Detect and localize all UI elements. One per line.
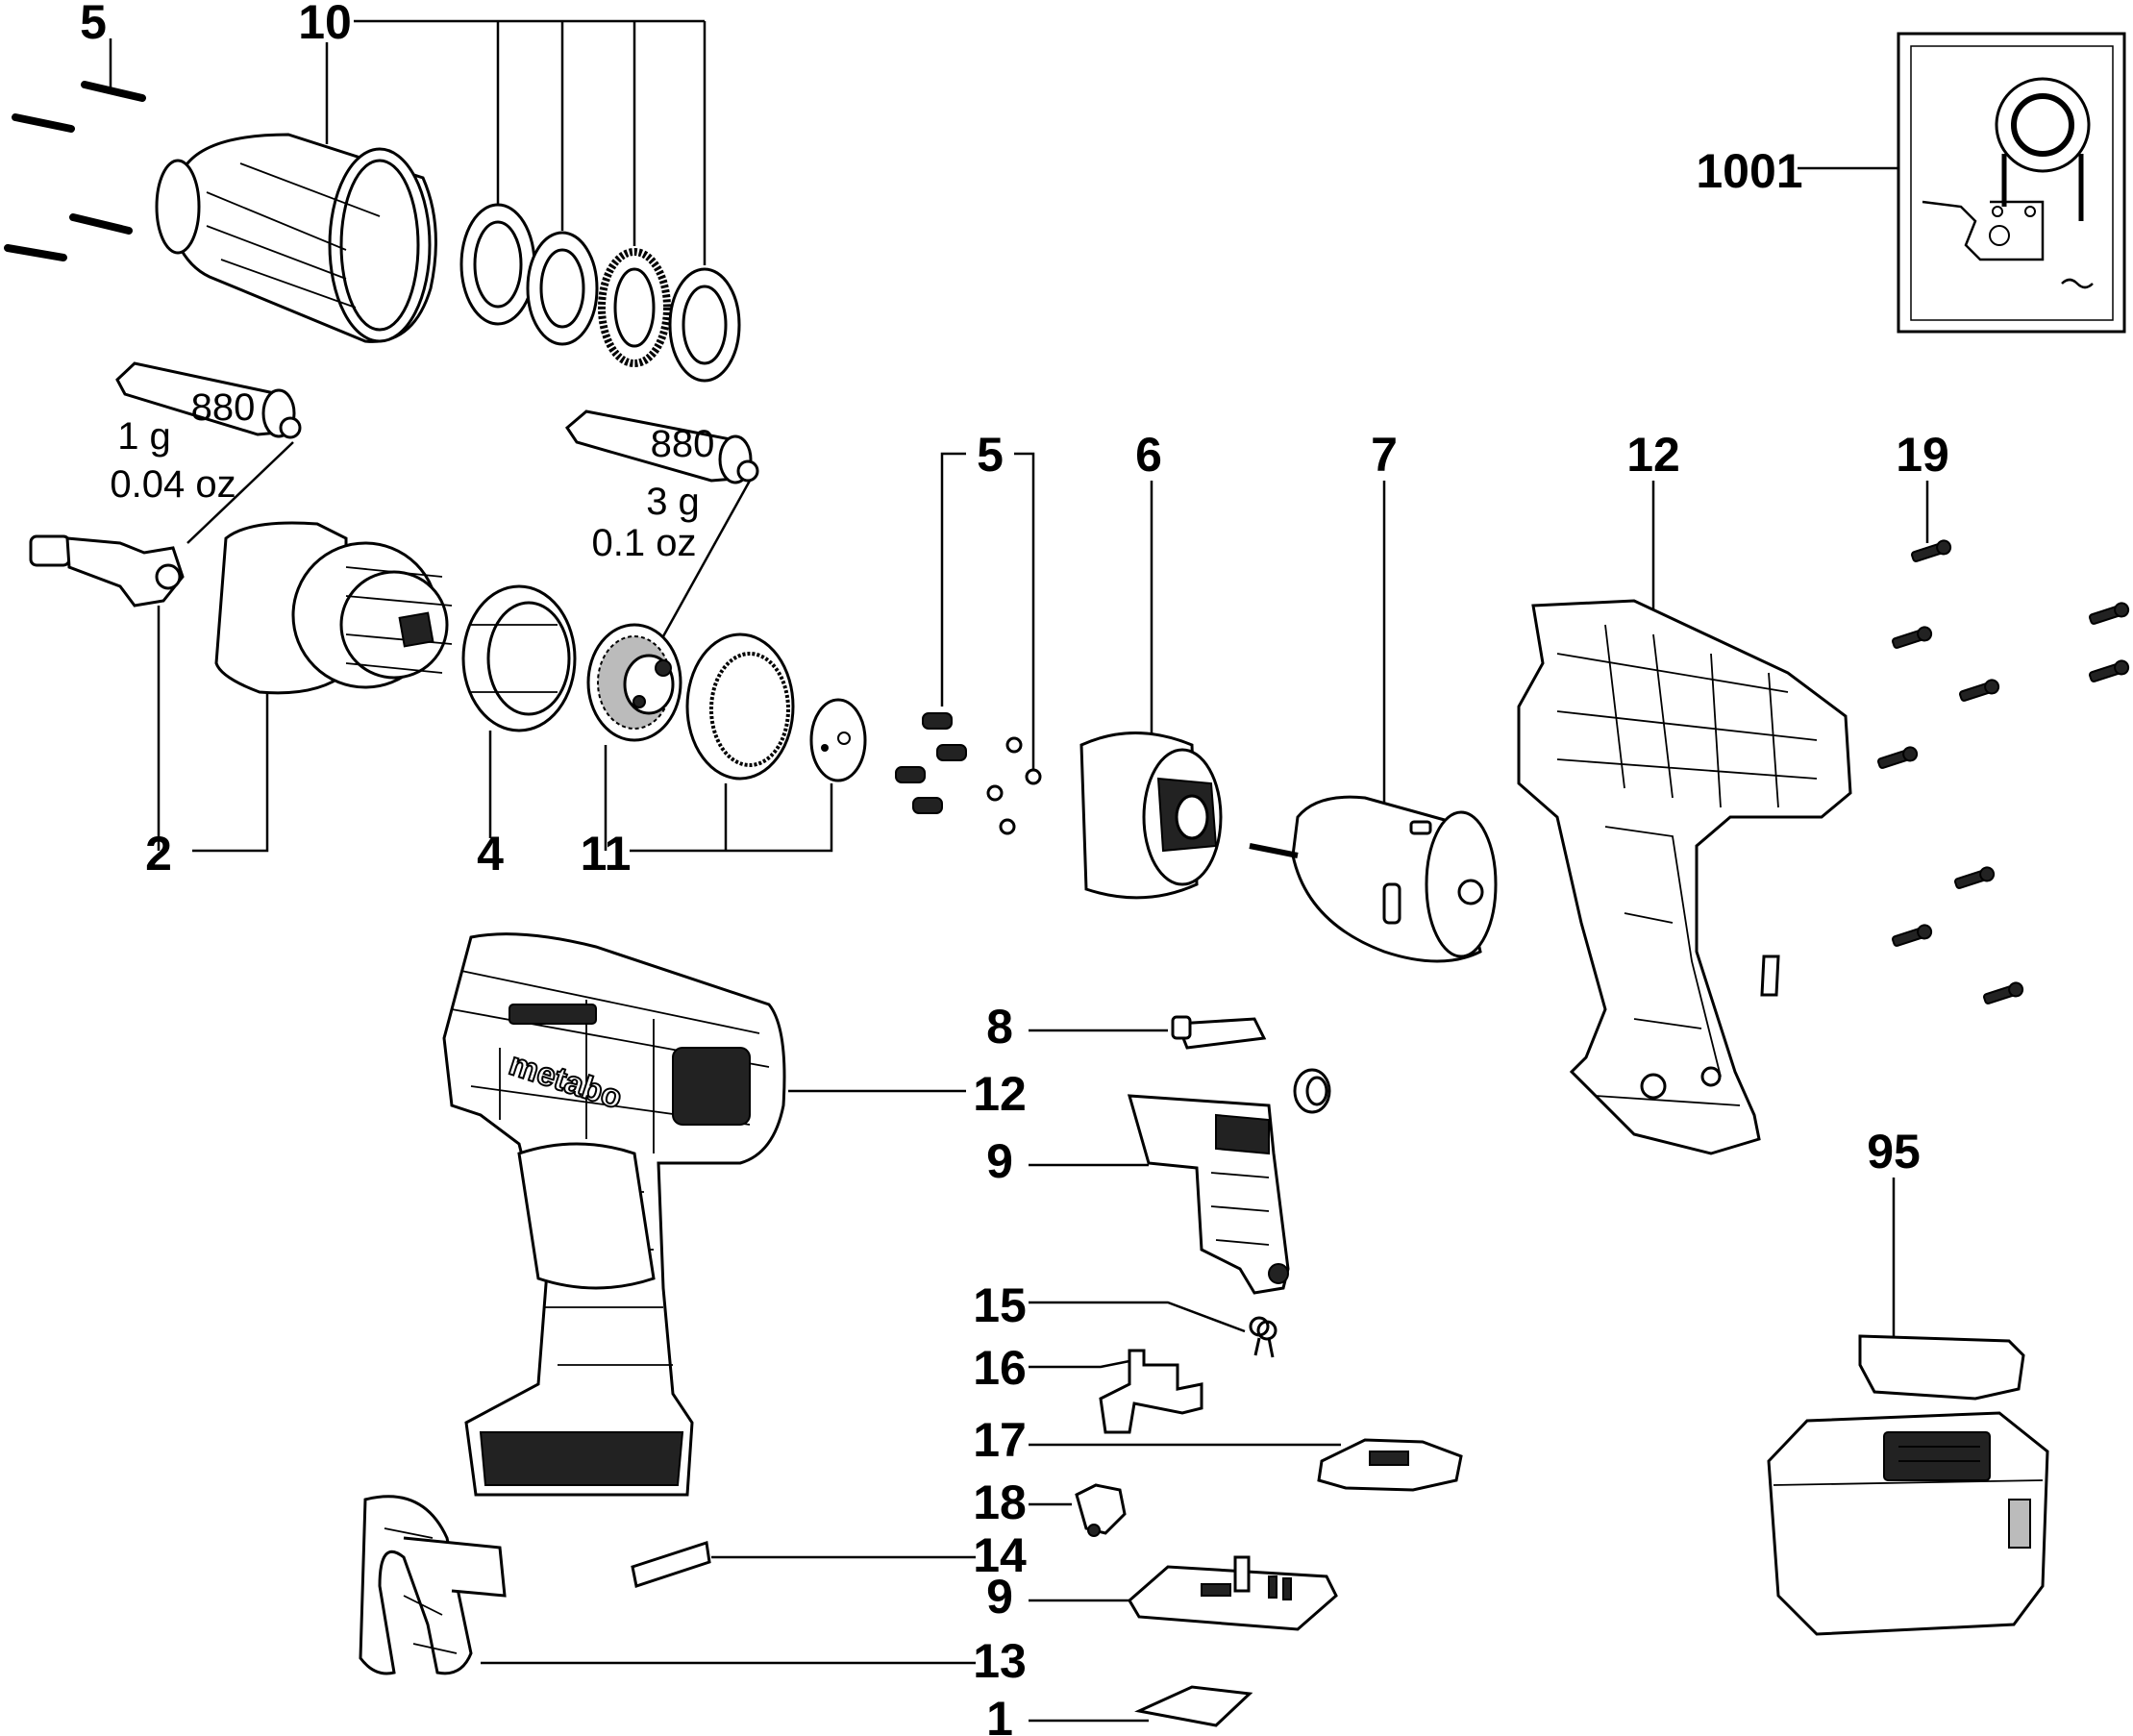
callout-95: 95 <box>1867 1125 1921 1178</box>
callout-6: 6 <box>1135 428 1162 482</box>
belt-clip-icon <box>359 1495 507 1675</box>
housing-half-icon <box>1517 599 1852 1155</box>
cam-ring-icon <box>461 584 577 732</box>
callout-16: 16 <box>973 1341 1027 1395</box>
grease-right-code: 880 <box>651 423 715 465</box>
hammer-mechanism-icon <box>214 521 453 695</box>
callout-7: 7 <box>1371 428 1398 482</box>
grease-right-weight-oz: 0.1 oz <box>592 522 697 564</box>
callout-15: 15 <box>973 1278 1027 1332</box>
anvil-icon <box>29 534 185 608</box>
manual-card-icon <box>1134 1685 1253 1727</box>
washer-icon <box>809 698 867 782</box>
grease-left-weight: 1 g <box>117 415 171 458</box>
gearbox-housing-icon <box>155 133 437 343</box>
electronics-board-icon <box>1128 1555 1338 1631</box>
callout-18: 18 <box>973 1476 1027 1529</box>
label-sticker-icon <box>1760 955 1780 997</box>
battery-cover-icon <box>1858 1334 2025 1401</box>
screw-icon <box>4 81 146 261</box>
callout-17: 17 <box>973 1413 1027 1467</box>
callout-1001: 1001 <box>1696 144 1802 198</box>
grease-tube-icon <box>115 361 302 439</box>
motor-icon <box>1249 795 1498 963</box>
lock-plate-icon <box>1317 1438 1463 1492</box>
washer-icon <box>459 203 741 383</box>
callout-12-mid: 12 <box>973 1067 1027 1121</box>
bracket-icon <box>1099 1349 1203 1434</box>
callout-1: 1 <box>986 1692 1013 1736</box>
planet-carrier-icon <box>586 623 682 742</box>
callout-14: 14 <box>973 1528 1027 1582</box>
grease-left-weight-oz: 0.04 oz <box>110 463 236 506</box>
battery-pack-icon <box>1767 1411 2049 1636</box>
callout-5-mid: 5 <box>977 428 1004 482</box>
callout-13: 13 <box>973 1634 1027 1688</box>
screw-icon <box>1877 539 2130 1004</box>
grease-right-weight: 3 g <box>646 481 700 523</box>
callout-8: 8 <box>986 1000 1013 1054</box>
callout-5-top: 5 <box>80 0 107 49</box>
label-sticker-icon <box>631 1541 711 1588</box>
callout-9-bottom: 9 <box>986 1570 1013 1624</box>
callout-2: 2 <box>145 827 172 880</box>
wiring-diagram-icon <box>1897 32 2126 334</box>
switch-icon <box>1127 1068 1331 1295</box>
screw-icon <box>895 712 967 814</box>
grease-tube-icon <box>565 409 759 484</box>
ring-gear-icon <box>685 632 795 781</box>
callout-10: 10 <box>298 0 352 49</box>
callout-11: 11 <box>581 827 632 880</box>
tool-housing-icon <box>442 932 786 1497</box>
washer-icon <box>986 736 1042 835</box>
callout-4: 4 <box>477 827 504 880</box>
callout-19: 19 <box>1896 428 1949 482</box>
spring-icon <box>1249 1316 1277 1358</box>
motor-mount-icon <box>1079 732 1223 900</box>
slider-icon <box>1171 1015 1267 1050</box>
callout-12-top: 12 <box>1626 428 1680 482</box>
grease-left-code: 880 <box>191 386 256 429</box>
knob-icon <box>1075 1483 1127 1537</box>
callout-9-top: 9 <box>986 1134 1013 1188</box>
